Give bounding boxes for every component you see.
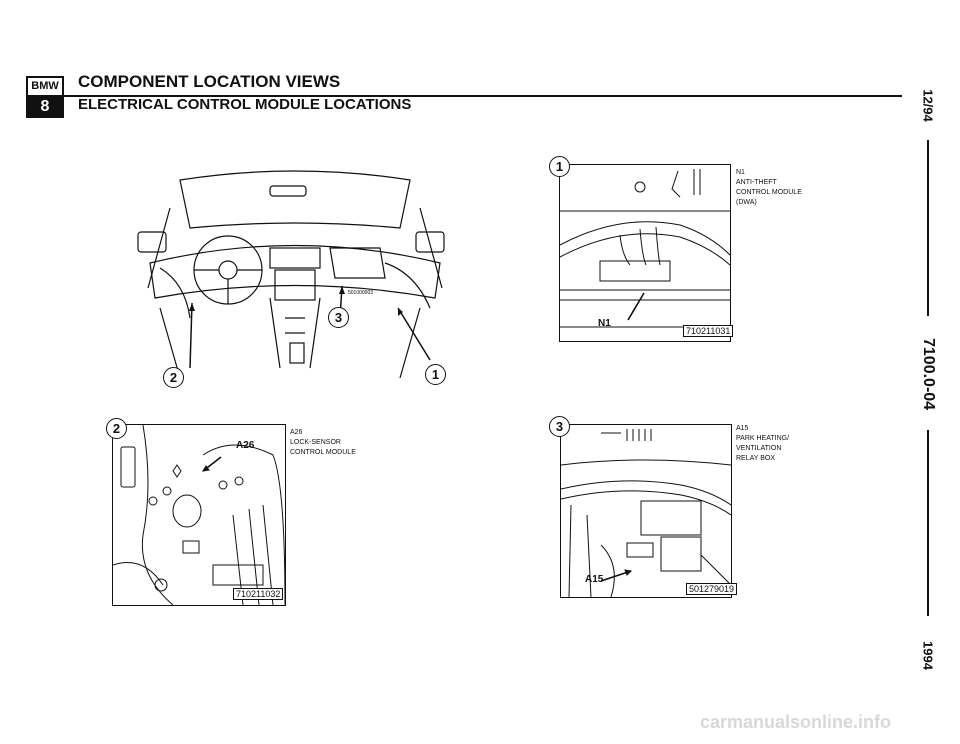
detail-3-desc-line: VENTILATION (736, 445, 782, 452)
right-side-mirror (415, 231, 445, 253)
detail-1-illustration (560, 169, 730, 328)
header-rule (64, 95, 902, 97)
detail-3-illustration (561, 429, 731, 597)
detail-2-desc-line: A26 (290, 429, 303, 436)
detail-1-desc-line: ANTI-THEFT (736, 179, 777, 186)
overview-small-code: 501000003 (348, 290, 373, 296)
detail-2-desc-line: CONTROL MODULE (290, 449, 356, 456)
detail-3-code: 501279019 (686, 583, 738, 595)
dashboard-overview-illustration: 501000003 (137, 170, 445, 379)
detail-2-number: 2 (106, 418, 127, 439)
detail-1-desc-line: (DWA) (736, 199, 757, 206)
detail-3-desc-line: A15 (736, 425, 749, 432)
rearview-mirror (269, 185, 307, 197)
side-doc-number: 7100.0-04 (920, 338, 937, 411)
detail-1-code: 710211031 (683, 325, 734, 337)
detail-3-frame (560, 424, 732, 598)
detail-2-code: 710211032 (233, 588, 284, 600)
detail-3-desc-line: PARK HEATING/ (736, 435, 790, 442)
side-bar-bottom (927, 430, 929, 616)
footer-watermark: carmanualsonline.info (700, 712, 892, 732)
left-side-mirror (137, 231, 167, 253)
detail-3-label: A15 (585, 574, 604, 585)
detail-1-number: 1 (549, 156, 570, 177)
detail-3-description: A15 PARK HEATING/ VENTILATION RELAY BOX (736, 424, 789, 464)
detail-3-desc-line: RELAY BOX (736, 455, 776, 462)
side-year: 1994 (920, 641, 936, 670)
detail-2-frame (112, 424, 286, 606)
side-bar-top (927, 140, 929, 316)
detail-2-description: A26 LOCK-SENSOR CONTROL MODULE (290, 428, 356, 458)
logo-text-top: BMW (28, 78, 62, 97)
leader-line-1 (397, 307, 431, 361)
detail-1-label: N1 (598, 318, 611, 329)
detail-3-number: 3 (549, 416, 570, 437)
detail-1-description: N1 ANTI-THEFT CONTROL MODULE (DWA) (736, 168, 802, 208)
detail-2-label: A26 (236, 440, 255, 451)
windshield-frame (179, 170, 411, 229)
detail-2-illustration (113, 425, 285, 605)
callout-number-3: 3 (328, 307, 349, 328)
detail-1-desc-line: CONTROL MODULE (736, 189, 802, 196)
callout-number-1: 1 (425, 364, 446, 385)
glove-box (329, 247, 386, 279)
instrument-center (269, 247, 321, 269)
detail-1-desc-line: N1 (736, 169, 745, 176)
callout-number-2: 2 (163, 367, 184, 388)
detail-2-desc-line: LOCK-SENSOR (290, 439, 341, 446)
leader-line-2 (189, 302, 193, 369)
page-subtitle: ELECTRICAL CONTROL MODULE LOCATIONS (78, 96, 412, 113)
logo-text-bottom: 8 (28, 97, 62, 116)
page-title: COMPONENT LOCATION VIEWS (78, 72, 341, 91)
bmw-logo: BMW 8 (26, 76, 64, 118)
side-date: 12/94 (920, 89, 936, 122)
center-console (269, 297, 321, 369)
detail-1-frame (559, 164, 731, 342)
